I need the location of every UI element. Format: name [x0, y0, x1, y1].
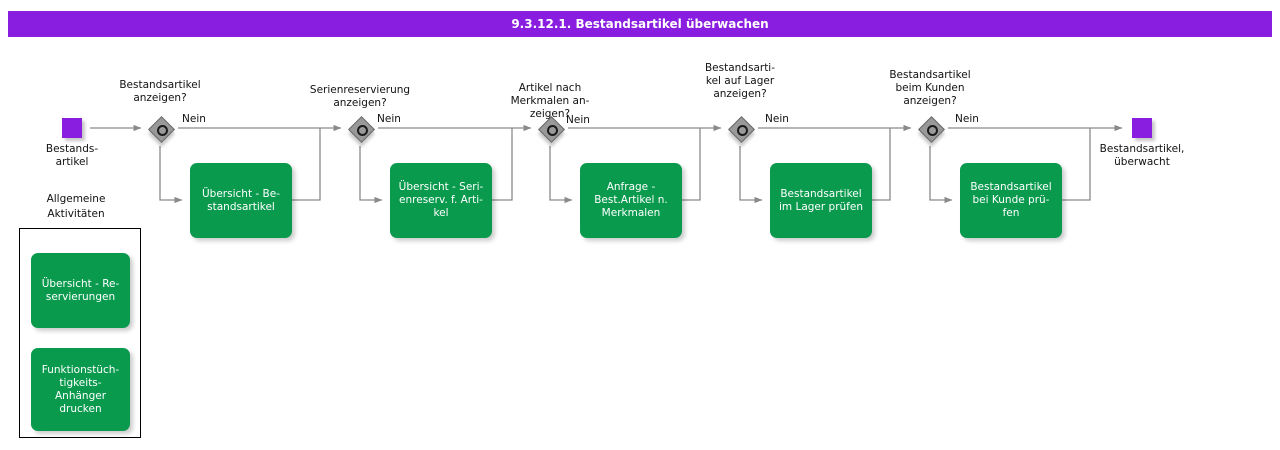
- gateway-inclusive-icon: [737, 125, 748, 136]
- task-label: Bestandsartikel bei Kunde prü- fen: [970, 181, 1052, 219]
- gateway-bestandsartikel-auf-lager-anzeigen[interactable]: [728, 116, 759, 147]
- flow-label-5: Nein: [955, 113, 979, 125]
- gateway-label-3: Artikel nach Merkmalen an- zeigen?: [510, 82, 590, 120]
- gateway-label-2: Serienreservierung anzeigen?: [309, 84, 411, 109]
- gateway-bestandsartikel-anzeigen[interactable]: [148, 116, 179, 147]
- task-uebersicht-reservierungen[interactable]: Übersicht - Re- servierungen: [31, 253, 130, 328]
- gateway-bestandsartikel-beim-kunden-anzeigen[interactable]: [918, 116, 949, 147]
- task-bestandsartikel-bei-kunde-pruefen[interactable]: Bestandsartikel bei Kunde prü- fen: [960, 163, 1062, 238]
- gateway-label-1: Bestandsartikel anzeigen?: [119, 79, 201, 104]
- task-funktionstuechtigkeits-anhaenger-drucken[interactable]: Funktionstüch- tigkeits- Anhänger drucke…: [31, 348, 130, 431]
- flow-label-2: Nein: [377, 113, 401, 125]
- page-title: 9.3.12.1. Bestandsartikel überwachen: [511, 17, 769, 31]
- gateway-label-5: Bestandsartikel beim Kunden anzeigen?: [889, 69, 971, 107]
- gateway-serienreservierung-anzeigen[interactable]: [348, 116, 379, 147]
- flow-label-1: Nein: [182, 113, 206, 125]
- flow-label-3: Nein: [566, 114, 590, 126]
- task-label: Anfrage - Best.Artikel n. Merkmalen: [594, 181, 668, 219]
- start-event[interactable]: [62, 118, 82, 138]
- gateway-inclusive-icon: [157, 125, 168, 136]
- end-event[interactable]: [1132, 118, 1152, 138]
- gateway-inclusive-icon: [927, 125, 938, 136]
- task-label: Übersicht - Be- standsartikel: [202, 187, 280, 213]
- task-label: Funktionstüch- tigkeits- Anhänger drucke…: [41, 363, 120, 415]
- task-label: Bestandsartikel im Lager prüfen: [779, 187, 863, 213]
- gateway-label-4: Bestandsarti- kel auf Lager anzeigen?: [704, 62, 776, 100]
- task-label: Übersicht - Re- servierungen: [41, 277, 120, 303]
- task-label: Übersicht - Seri- enreserv. f. Arti- kel: [398, 181, 484, 219]
- group-box-allgemeine-aktivitaeten: [19, 228, 141, 438]
- task-bestandsartikel-im-lager-pruefen[interactable]: Bestandsartikel im Lager prüfen: [770, 163, 872, 238]
- end-event-label: Bestandsartikel, überwacht: [1099, 143, 1185, 168]
- task-uebersicht-serienreservierung[interactable]: Übersicht - Seri- enreserv. f. Arti- kel: [390, 163, 492, 238]
- start-event-label: Bestands- artikel: [45, 143, 99, 168]
- gateway-inclusive-icon: [357, 125, 368, 136]
- gateway-artikel-nach-merkmalen-anzeigen[interactable]: [538, 116, 569, 147]
- gateway-inclusive-icon: [547, 125, 558, 136]
- page-title-bar: 9.3.12.1. Bestandsartikel überwachen: [8, 11, 1272, 37]
- task-uebersicht-bestandsartikel[interactable]: Übersicht - Be- standsartikel: [190, 163, 292, 238]
- group-title: Allgemeine Aktivitäten: [46, 193, 106, 220]
- task-anfrage-bestandsartikel-nach-merkmalen[interactable]: Anfrage - Best.Artikel n. Merkmalen: [580, 163, 682, 238]
- flow-label-4: Nein: [765, 113, 789, 125]
